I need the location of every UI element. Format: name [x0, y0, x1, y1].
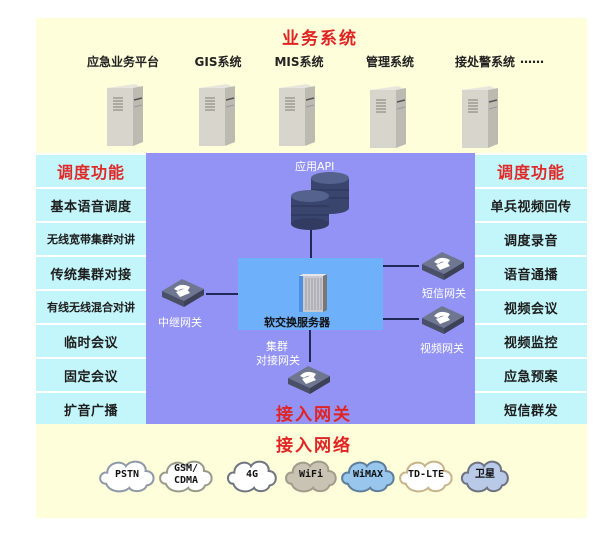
function-item: 语音通播 [475, 257, 587, 289]
cloud-pstn: PSTN [98, 455, 156, 495]
function-item: 有线无线混合对讲 [36, 291, 146, 323]
sms-gateway-label: 短信网关 [422, 287, 466, 300]
server-tower-icon [462, 86, 498, 148]
function-item: 固定会议 [36, 359, 146, 391]
cloud-icon [460, 460, 509, 493]
api-label: 应用API [295, 160, 335, 173]
video-gateway-label: 视频网关 [420, 342, 464, 355]
cloud-shape [159, 460, 213, 493]
cloud-wifi: WiFi [284, 455, 338, 495]
cloud-shape [460, 460, 509, 493]
cloud-shape [226, 460, 277, 493]
access-network-title: 接入网络 [276, 436, 352, 456]
business-systems-title: 业务系统 [282, 29, 358, 49]
right-functions-column: 调度功能 单兵视频回传 调度录音 语音通播 视频会议 视频监控 应急预案 短信群… [475, 153, 587, 425]
cloud-td-lte: TD-LTE [398, 455, 454, 495]
function-item: 调度录音 [475, 223, 587, 255]
cloud-shape [399, 460, 453, 493]
system-label: GIS系统 [194, 55, 242, 69]
cloud-shape [285, 460, 337, 493]
link-sms-softswitch [383, 265, 419, 267]
function-item: 无线宽带集群对讲 [36, 223, 146, 255]
cloud-icon [399, 460, 453, 493]
cloud-wimax: WiMAX [340, 455, 396, 495]
left-functions-title: 调度功能 [36, 155, 146, 187]
function-item: 单兵视频回传 [475, 189, 587, 221]
function-item: 短信群发 [475, 393, 587, 425]
cloud-satellite: 卫星 [460, 455, 510, 495]
cloud-icon [99, 460, 155, 493]
softswitch-server-icon [299, 274, 327, 312]
link-cluster-softswitch [309, 330, 311, 362]
function-item: 应急预案 [475, 359, 587, 391]
server-tower-icon [199, 84, 235, 146]
trunk-gateway-label: 中继网关 [158, 316, 202, 329]
video-gateway-icon [422, 306, 464, 334]
function-item: 视频会议 [475, 291, 587, 323]
cloud-label: WiFi [298, 469, 324, 480]
access-gateway-title: 接入网关 [276, 405, 352, 425]
function-item: 扩音广播 [36, 393, 146, 425]
cloud-label: GSM/ CDMA [173, 463, 199, 486]
link-video-softswitch [383, 318, 419, 320]
system-label: 应急业务平台 [86, 55, 160, 69]
left-functions-column: 调度功能 基本语音调度 无线宽带集群对讲 传统集群对接 有线无线混合对讲 临时会… [36, 153, 146, 425]
cloud-icon [285, 460, 337, 493]
function-item: 临时会议 [36, 325, 146, 357]
cloud-shape [341, 460, 395, 493]
cloud-icon [159, 460, 213, 493]
database-icon [291, 172, 349, 230]
cloud-shape [99, 460, 155, 493]
cloud-label: 卫星 [475, 469, 495, 480]
right-functions-title: 调度功能 [475, 155, 587, 187]
cloud-icon [341, 460, 395, 493]
cloud-label: 4G [245, 469, 259, 480]
link-trunk-softswitch [206, 293, 238, 295]
server-tower-icon [107, 84, 143, 146]
link-api-softswitch [310, 228, 312, 258]
system-label: 管理系统 [365, 55, 415, 69]
cloud-icon [226, 460, 277, 493]
server-tower-icon [279, 84, 315, 146]
cluster-gateway-icon [288, 366, 330, 394]
more-systems-ellipsis: …… [520, 52, 544, 66]
softswitch-label: 软交换服务器 [264, 316, 330, 329]
cloud-label: WiMAX [352, 469, 384, 480]
function-item: 视频监控 [475, 325, 587, 357]
system-label: MIS系统 [274, 55, 324, 69]
cluster-gateway-label-line2: 对接网关 [256, 354, 300, 367]
function-item: 传统集群对接 [36, 257, 146, 289]
cluster-gateway-label-line1: 集群 [266, 340, 288, 353]
sms-gateway-icon [422, 252, 464, 280]
system-label: 接处警系统 [454, 55, 516, 69]
cloud-label: TD-LTE [407, 469, 445, 480]
cloud-4g: 4G [226, 455, 278, 495]
function-item: 基本语音调度 [36, 189, 146, 221]
cloud-label: PSTN [114, 469, 140, 480]
cloud-gsm-cdma: GSM/ CDMA [158, 455, 214, 495]
trunk-gateway-icon [162, 279, 204, 307]
server-tower-icon [370, 86, 406, 148]
